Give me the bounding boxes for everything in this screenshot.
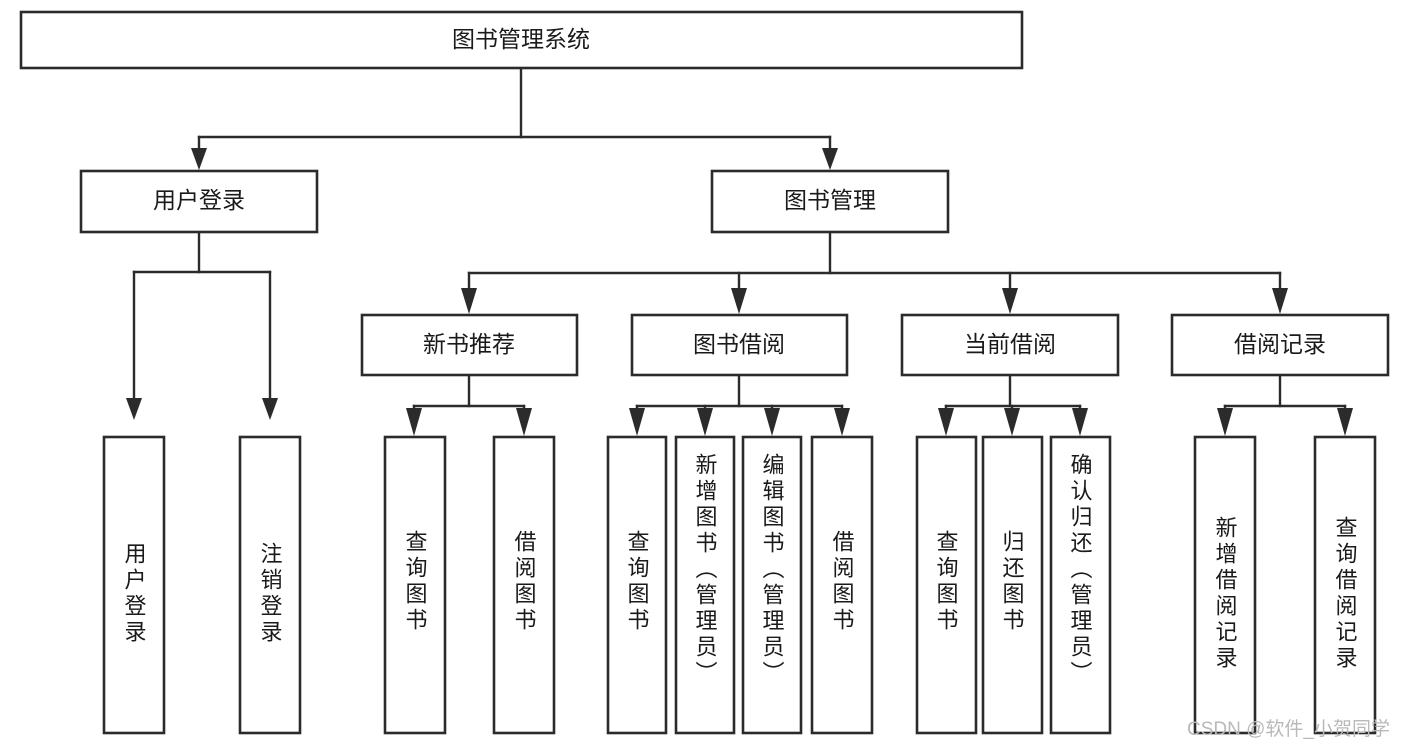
node-root[interactable]: 图书管理系统 [19,10,1024,70]
leaf-user-login-1-label: 用户登录 [122,542,147,646]
leaf-new-book-2-label: 借阅图书 [512,530,537,634]
leaf-borrow-record-1-label: 新增借阅记录 [1213,516,1238,672]
arrow-head-new-book [461,288,477,314]
csdn-watermark: CSDN @软件_小贺同学 [1187,718,1390,740]
node-current-borrow-box[interactable] [900,313,1120,377]
node-borrow-record[interactable]: 借阅记录 [1170,313,1390,377]
node-current-borrow-label: 当前借阅 [964,331,1056,357]
node-new-book-recommend-box[interactable] [360,313,579,377]
leaf-current-borrow-1-label: 查询图书 [934,530,959,634]
arrow-head-nb-leaf-2 [516,408,532,436]
node-user-login[interactable]: 用户登录 [79,169,319,234]
leaf-new-book-1[interactable]: 查询图书 [383,435,447,735]
node-book-manage-box[interactable] [710,169,950,234]
arrow-head-cb-leaf-1 [938,408,954,436]
arrow-head-borrow-record [1272,288,1288,314]
arrow-head-cb-leaf-2 [1004,408,1020,436]
node-user-login-label: 用户登录 [153,187,245,213]
node-new-book-recommend-label: 新书推荐 [423,331,515,357]
leaf-book-borrow-4-label: 借阅图书 [830,530,855,634]
node-book-manage-label: 图书管理 [784,187,876,213]
arrow-head-current-borrow [1002,288,1018,314]
node-book-manage[interactable]: 图书管理 [710,169,950,234]
leaf-borrow-record-2-label: 查询借阅记录 [1333,516,1358,672]
node-book-borrow-box[interactable] [630,313,849,377]
arrow-head-bb-leaf-1 [629,408,645,436]
arrow-head-br-leaf-1 [1217,408,1233,436]
leaf-borrow-record-2[interactable]: 查询借阅记录 [1313,435,1377,735]
leaf-borrow-record-2-box[interactable] [1313,435,1377,735]
leaf-book-borrow-3-label: 编辑图书（管理员） [760,453,785,687]
arrow-head-br-leaf-2 [1337,408,1353,436]
arrow-head-book-borrow [731,288,747,314]
leaf-new-book-1-box[interactable] [383,435,447,735]
arrow-head-leaf-user-logout [262,398,278,420]
node-book-borrow[interactable]: 图书借阅 [630,313,849,377]
leaf-new-book-1-label: 查询图书 [403,530,428,634]
edge-layer [126,67,1353,436]
leaf-current-borrow-2-label: 归还图书 [1000,530,1025,634]
arrow-head-bb-leaf-4 [834,408,850,436]
leaf-current-borrow-3[interactable]: 确认归还（管理员） [1049,435,1112,735]
leaf-new-book-2-box[interactable] [492,435,556,735]
leaf-book-borrow-2[interactable]: 新增图书（管理员） [674,435,736,735]
leaf-user-login-2-box[interactable] [238,435,302,735]
arrow-head-book-manage [822,148,838,170]
node-root-box[interactable] [19,10,1024,70]
leaf-current-borrow-3-box[interactable] [1049,435,1112,735]
node-current-borrow[interactable]: 当前借阅 [900,313,1120,377]
leaf-user-login-1-box[interactable] [102,435,166,735]
arrow-head-nb-leaf-1 [406,408,422,436]
node-book-borrow-label: 图书借阅 [693,331,785,357]
leaf-new-book-2[interactable]: 借阅图书 [492,435,556,735]
leaf-current-borrow-1[interactable]: 查询图书 [915,435,978,735]
leaf-book-borrow-2-box[interactable] [674,435,736,735]
node-user-login-box[interactable] [79,169,319,234]
node-borrow-record-box[interactable] [1170,313,1390,377]
leaf-user-login-2[interactable]: 注销登录 [238,435,302,735]
leaf-borrow-record-1-box[interactable] [1193,435,1257,735]
leaf-book-borrow-4[interactable]: 借阅图书 [810,435,874,735]
node-borrow-record-label: 借阅记录 [1234,331,1326,357]
leaf-user-login-1[interactable]: 用户登录 [102,435,166,735]
leaf-user-login-2-label: 注销登录 [258,542,283,646]
leaf-current-borrow-1-box[interactable] [915,435,978,735]
leaf-book-borrow-3-box[interactable] [741,435,803,735]
leaf-book-borrow-4-box[interactable] [810,435,874,735]
leaf-borrow-record-1[interactable]: 新增借阅记录 [1193,435,1257,735]
leaf-current-borrow-3-label: 确认归还（管理员） [1068,453,1093,687]
leaf-book-borrow-3[interactable]: 编辑图书（管理员） [741,435,803,735]
node-new-book-recommend[interactable]: 新书推荐 [360,313,579,377]
leaf-book-borrow-1[interactable]: 查询图书 [606,435,668,735]
leaf-current-borrow-2[interactable]: 归还图书 [981,435,1044,735]
leaf-book-borrow-1-label: 查询图书 [625,530,650,634]
arrow-head-bb-leaf-3 [764,408,780,436]
arrow-head-bb-leaf-2 [697,408,713,436]
leaf-book-borrow-2-label: 新增图书（管理员） [693,453,718,687]
leaf-current-borrow-2-box[interactable] [981,435,1044,735]
leaf-book-borrow-1-box[interactable] [606,435,668,735]
arrow-head-user-login [191,148,207,170]
arrow-head-leaf-user-login [126,398,142,420]
arrow-head-cb-leaf-3 [1072,408,1088,436]
node-root-label: 图书管理系统 [452,26,590,52]
